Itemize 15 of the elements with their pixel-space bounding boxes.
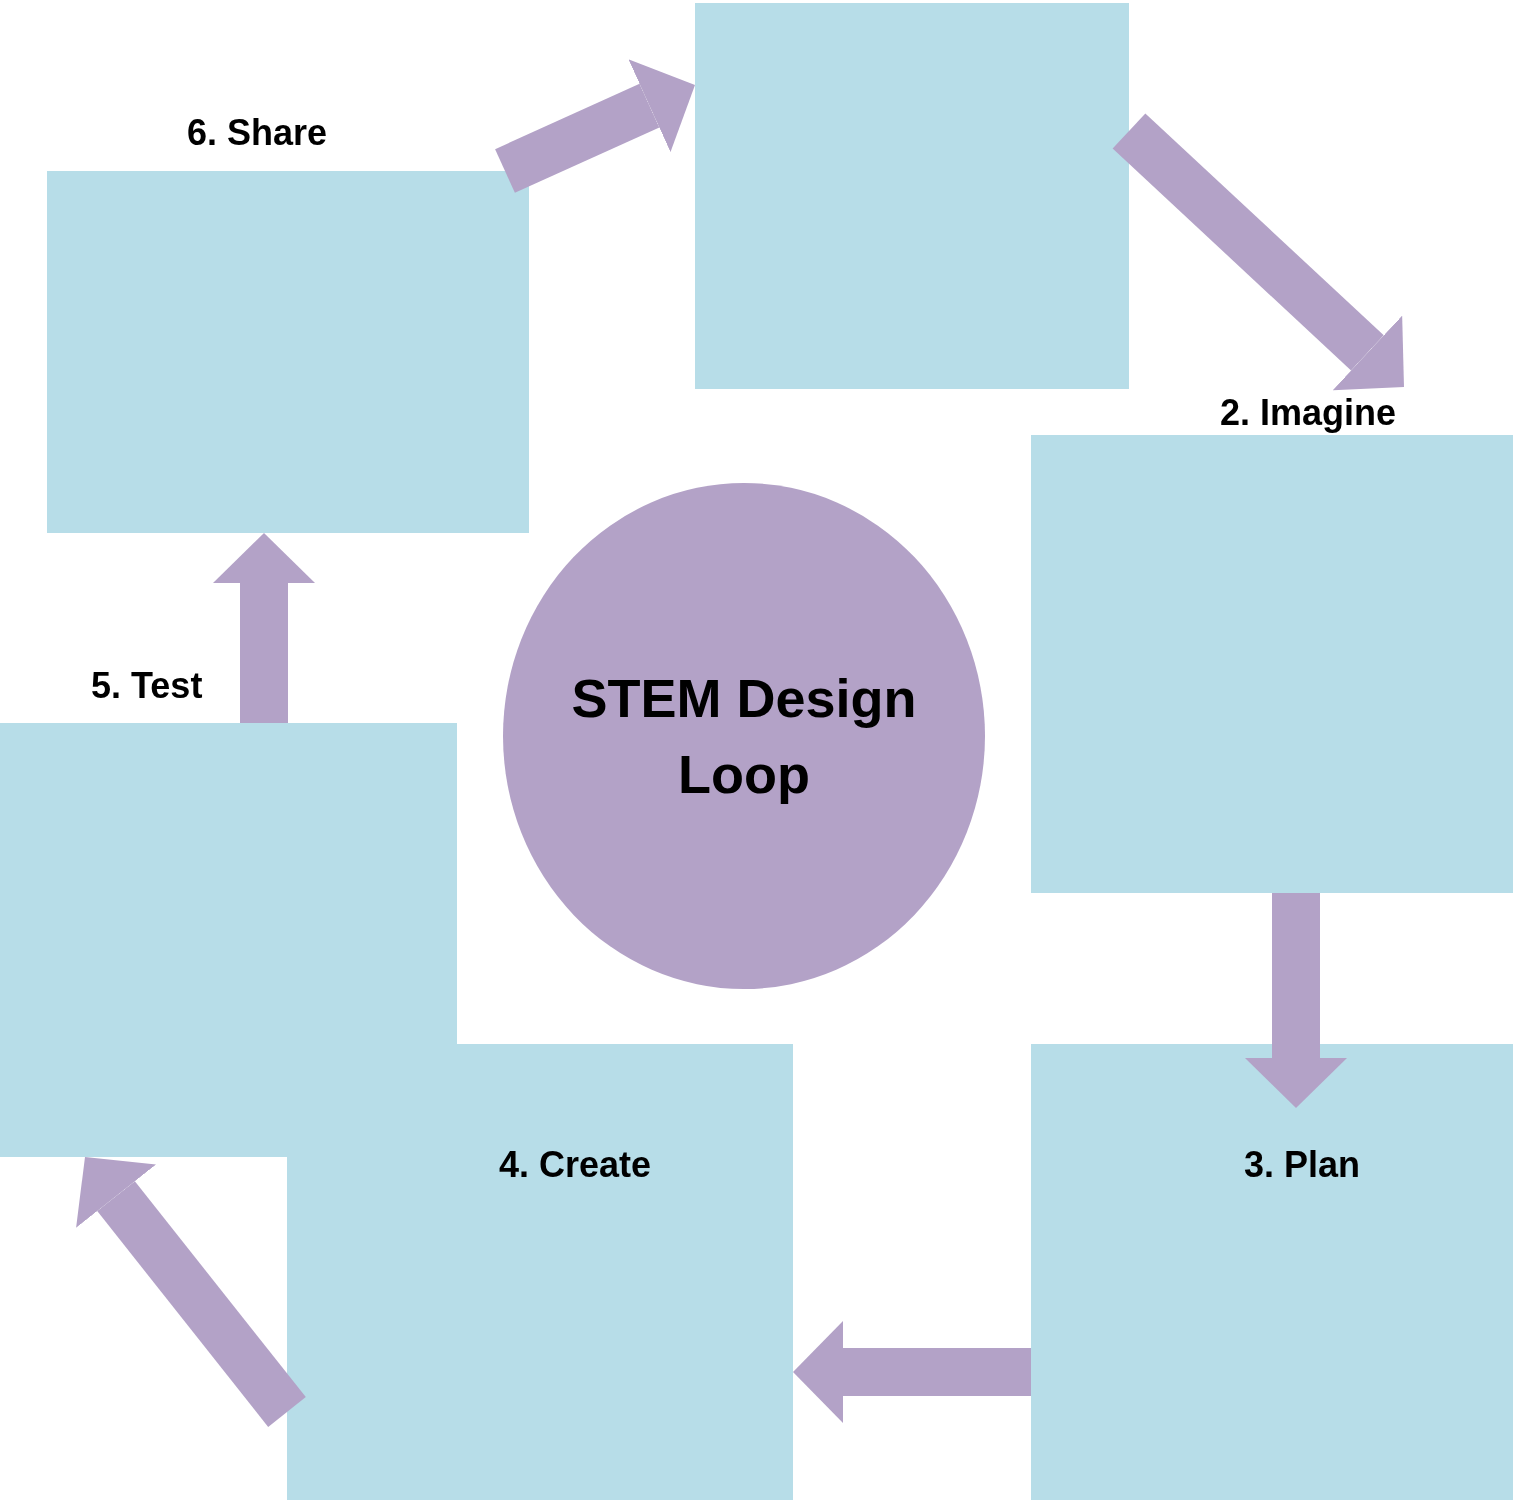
- arrow: [793, 1321, 1031, 1423]
- step-box: [1031, 1044, 1513, 1500]
- step-box: [287, 1044, 793, 1500]
- arrow: [1112, 113, 1404, 391]
- step-label: 4. Create: [499, 1145, 652, 1185]
- step-label: 2. Imagine: [1220, 393, 1397, 433]
- step-label: 3. Plan: [1244, 1145, 1361, 1185]
- arrow: [76, 1157, 306, 1427]
- step-label: 5. Test: [91, 666, 203, 706]
- arrow: [213, 533, 315, 723]
- arrow: [1245, 893, 1347, 1108]
- arrow: [495, 59, 695, 193]
- step-label: 6. Share: [187, 113, 328, 153]
- title-text: STEM Design Loop: [570, 667, 918, 806]
- empty-box: [695, 3, 1129, 389]
